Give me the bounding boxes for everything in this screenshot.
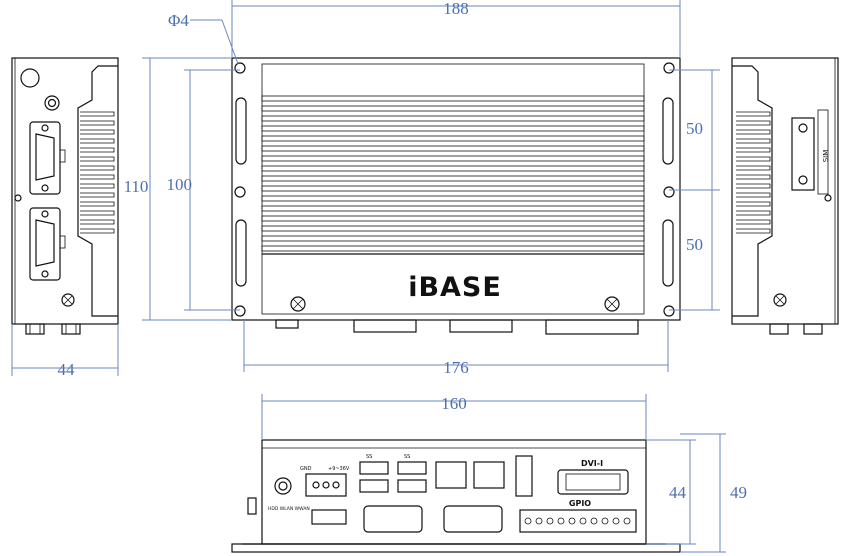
right-fin (736, 165, 771, 171)
com-port-1 (29, 121, 66, 195)
dimension-lines: 188 Φ4 110 100 50 50 176 44 (11, 0, 747, 553)
gpio-pins (524, 517, 631, 525)
left-fin (80, 138, 115, 144)
right-fin (736, 138, 771, 144)
front-fin (261, 175, 645, 182)
right-fin (736, 111, 771, 117)
front-fin (261, 135, 645, 142)
dim-rear-height-outer: 49 (730, 483, 747, 502)
gpio-pin (590, 517, 598, 525)
right-fin (736, 147, 771, 153)
front-fin (261, 205, 645, 212)
right-fin (736, 192, 771, 198)
front-view: iBASE (231, 57, 681, 335)
front-fin (261, 145, 645, 152)
right-fin (736, 129, 771, 135)
dim-upper-half: 50 (686, 119, 703, 138)
right-fin (736, 183, 771, 189)
left-fin (80, 219, 115, 225)
right-fin (736, 156, 771, 162)
led-labels: HDD WLAN WWAN (268, 506, 310, 512)
left-fin (80, 210, 115, 216)
front-fin (261, 185, 645, 192)
right-fin (736, 201, 771, 207)
dim-rear-height-inner: 44 (669, 483, 687, 502)
right-fin (736, 210, 771, 216)
gpio-pin (623, 517, 631, 525)
right-fins (736, 111, 771, 234)
left-fin (80, 111, 115, 117)
rear-view: HDD WLAN WWAN GND +9~36V SS SS DVI-I GPI… (231, 439, 681, 553)
right-fin (736, 228, 771, 234)
gpio-pin (601, 517, 609, 525)
power-range-label: +9~36V (328, 466, 350, 472)
gpio-pin (535, 517, 543, 525)
front-fin (261, 245, 645, 252)
usb3-label-b: SS (404, 454, 410, 460)
com-port-2 (29, 207, 66, 281)
dim-rear-width: 160 (441, 394, 467, 413)
sim-label: SIM (822, 150, 830, 163)
left-fin (80, 165, 115, 171)
left-fin (80, 129, 115, 135)
left-side-view (11, 57, 119, 335)
left-fin (80, 183, 115, 189)
gpio-pin (579, 517, 587, 525)
front-fin (261, 215, 645, 222)
dvi-label: DVI-I (581, 459, 603, 468)
right-fin (736, 219, 771, 225)
brand-logo: iBASE (408, 272, 502, 303)
left-fin (80, 192, 115, 198)
right-fin (736, 174, 771, 180)
gpio-pin (612, 517, 620, 525)
right-fin (736, 120, 771, 126)
front-fin (261, 195, 645, 202)
left-fin (80, 147, 115, 153)
usb3-label-a: SS (366, 454, 372, 460)
left-fin (80, 156, 115, 162)
dim-lower-half: 50 (686, 235, 703, 254)
front-fin (261, 225, 645, 232)
dim-left-height: 110 (124, 177, 149, 196)
left-fin (80, 174, 115, 180)
left-fin (80, 228, 115, 234)
dim-inner-height: 100 (167, 175, 193, 194)
gpio-pin (524, 517, 532, 525)
gpio-label: GPIO (569, 499, 591, 508)
left-fins (80, 111, 115, 234)
gnd-label: GND (300, 466, 312, 472)
front-fin (261, 235, 645, 242)
front-fin (261, 105, 645, 112)
front-fin (261, 115, 645, 122)
gpio-pin (568, 517, 576, 525)
front-fins (261, 95, 645, 255)
front-fin (261, 125, 645, 132)
left-fin (80, 120, 115, 126)
front-fin (261, 95, 645, 102)
right-side-view: SIM (731, 57, 839, 335)
gpio-pin (557, 517, 565, 525)
gpio-pin (546, 517, 554, 525)
dim-bottom-width: 176 (443, 358, 469, 377)
front-fin (261, 155, 645, 162)
left-fin (80, 201, 115, 207)
front-fin (261, 165, 645, 172)
dim-top-width: 188 (443, 0, 469, 18)
dim-side-depth: 44 (58, 360, 76, 379)
dim-hole-diameter: Φ4 (168, 11, 189, 30)
